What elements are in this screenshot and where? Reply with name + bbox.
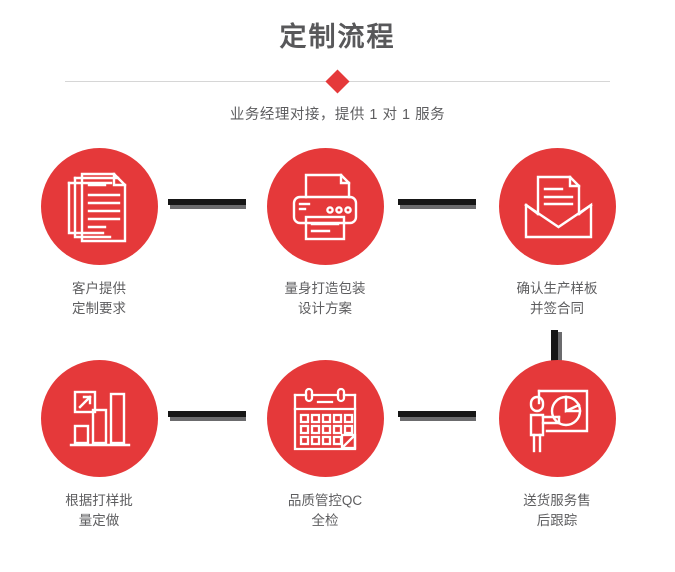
flow-step-1-circle [40, 148, 158, 265]
flow-step-5-label: 品质管控QC 全检 [287, 493, 363, 528]
flow-step-4-label: 根据打样批 量定做 [65, 493, 133, 528]
process-flow: 客户提供 定制要求 [0, 148, 675, 572]
flow-row-2: 根据打样批 量定做 [0, 360, 675, 572]
connector-4-5 [168, 411, 246, 421]
flow-step-2-circle [266, 148, 384, 265]
connector-shadow [400, 417, 476, 421]
connector-bar [551, 330, 558, 367]
connector-2-3 [398, 199, 476, 209]
flow-step-3[interactable]: 确认生产样板 并签合同 [477, 148, 637, 319]
flow-row-1: 客户提供 定制要求 [0, 148, 675, 367]
bar-chart-growth-icon [63, 383, 135, 455]
flow-step-4-circle [40, 360, 158, 477]
diamond-marker-icon [325, 69, 350, 94]
page-title: 定制流程 [279, 22, 396, 52]
title-divider [65, 69, 610, 94]
flow-step-1-label: 客户提供 定制要求 [72, 281, 126, 316]
flow-step-5[interactable]: 品质管控QC 全检 [245, 360, 405, 531]
documents-stack-icon [63, 171, 135, 243]
flow-step-6-circle [498, 360, 616, 477]
flow-step-6[interactable]: 送货服务售 后跟踪 [477, 360, 637, 531]
flow-step-6-label: 送货服务售 后跟踪 [523, 493, 591, 528]
flow-step-5-circle [266, 360, 384, 477]
connector-bar [168, 411, 246, 417]
page-subtitle: 业务经理对接，提供 1 对 1 服务 [229, 107, 446, 123]
connector-shadow [170, 417, 246, 421]
connector-bar [398, 199, 476, 205]
connector-3-4-vertical [551, 330, 562, 367]
flow-step-3-circle [498, 148, 616, 265]
connector-shadow [558, 332, 562, 367]
flow-step-2-label: 量身打造包装 设计方案 [284, 281, 366, 316]
flow-step-3-label: 确认生产样板 并签合同 [516, 281, 598, 316]
presenter-pie-chart-icon [521, 383, 593, 455]
calendar-icon [289, 383, 361, 455]
connector-shadow [400, 205, 476, 209]
connector-bar [168, 199, 246, 205]
flow-step-1[interactable]: 客户提供 定制要求 [19, 148, 179, 319]
page-header: 定制流程 业务经理对接，提供 1 对 1 服务 [0, 0, 675, 124]
flow-step-2[interactable]: 量身打造包装 设计方案 [245, 148, 405, 319]
flow-step-4[interactable]: 根据打样批 量定做 [19, 360, 179, 531]
connector-shadow [170, 205, 246, 209]
printer-icon [289, 171, 361, 243]
connector-1-2 [168, 199, 246, 209]
connector-5-6 [398, 411, 476, 421]
envelope-letter-icon [521, 171, 593, 243]
connector-bar [398, 411, 476, 417]
